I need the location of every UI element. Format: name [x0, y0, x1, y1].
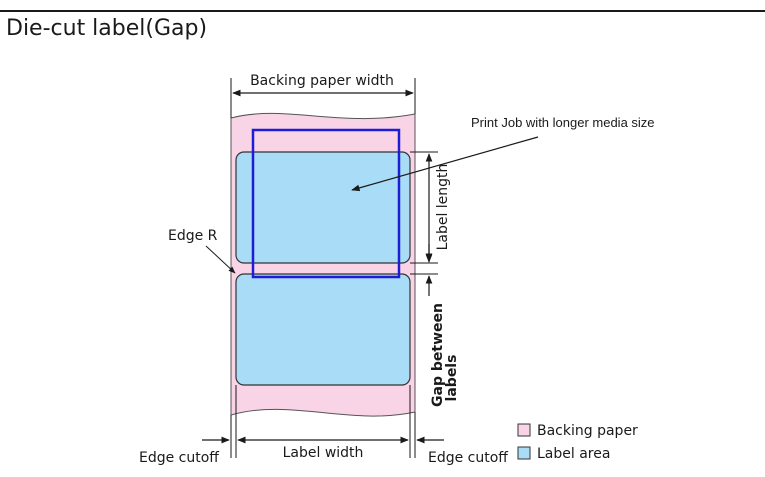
label-area-bottom — [235, 273, 411, 386]
label-width-label: Label width — [283, 445, 364, 461]
legend-swatch-backing-paper — [517, 423, 531, 437]
print-job-note: Print Job with longer media size — [471, 115, 655, 130]
legend-label-backing-paper: Backing paper — [537, 423, 638, 439]
gap-between-labels-label-line1: Gap between — [430, 303, 446, 407]
label-length-dimension — [410, 151, 438, 275]
legend-label-label-area: Label area — [537, 446, 610, 462]
edge-cutoff-left-label: Edge cutoff — [139, 450, 219, 466]
print-job-outline — [251, 128, 401, 279]
page-title: Die-cut label(Gap) — [6, 16, 208, 41]
legend-swatch-label-area — [517, 446, 531, 460]
label-area-top — [235, 151, 411, 264]
label-length-label: Label length — [435, 164, 451, 251]
edge-r-label: Edge R — [168, 228, 218, 244]
backing-paper-width-dimension — [230, 78, 416, 118]
legend: Backing paper Label area — [517, 423, 638, 462]
gap-between-labels-label-line2: labels — [444, 355, 460, 402]
top-rule — [0, 10, 765, 12]
print-job-arrow — [351, 136, 539, 192]
edge-r-leader — [205, 245, 236, 274]
backing-paper-width-label: Backing paper width — [250, 73, 394, 89]
edge-cutoff-right-label: Edge cutoff — [428, 450, 508, 466]
